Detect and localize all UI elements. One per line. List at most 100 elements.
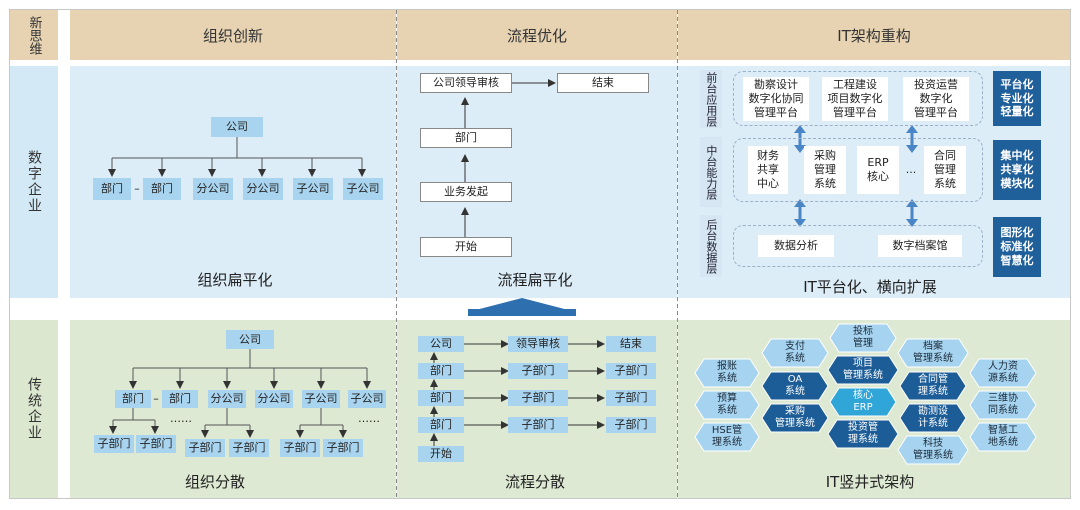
it-system-label: 项目 管理系统 bbox=[843, 357, 883, 382]
digital-process-step-2: 业务发起 bbox=[420, 182, 512, 202]
trad-proc-right-3: 子部门 bbox=[606, 390, 656, 406]
digital-org-company: 公司 bbox=[211, 117, 263, 137]
it-system-hexagon bbox=[761, 403, 829, 433]
digital-org-unit-6: 子公司 bbox=[343, 178, 383, 200]
it-tag-middle: 集中化 共享化 模块化 bbox=[993, 140, 1041, 200]
digital-process-caption: 流程扁平化 bbox=[497, 271, 573, 289]
it-front-container bbox=[733, 71, 983, 126]
panel-trad-org bbox=[70, 320, 396, 498]
it-system-hexagon bbox=[827, 355, 899, 385]
it-system-label: 智慧工 地系统 bbox=[988, 424, 1018, 449]
it-system-label: 支付 系统 bbox=[785, 340, 805, 365]
it-system-label: 三维协 同系统 bbox=[988, 392, 1018, 417]
it-front-1: 勘察设计 数字化协同 管理平台 bbox=[743, 77, 809, 121]
it-tag-back: 图形化 标准化 智慧化 bbox=[993, 217, 1041, 277]
trad-proc-left-1: 公司 bbox=[418, 336, 464, 352]
it-system-hexagon bbox=[969, 422, 1037, 452]
it-system-hexagon bbox=[694, 422, 760, 452]
trad-org-dept-2: 部门 bbox=[162, 390, 198, 408]
trad-org-dept-1: 部门 bbox=[115, 390, 151, 408]
it-system-label: 人力资 源系统 bbox=[988, 360, 1018, 385]
it-middle-4: 合同 管理 系统 bbox=[924, 146, 966, 194]
it-system-hexagon bbox=[827, 419, 899, 449]
trad-org-caption: 组织分散 bbox=[184, 473, 245, 491]
trad-org-sub-2: 子部门 bbox=[136, 435, 176, 453]
it-layer-middle: 中台能力层 bbox=[700, 137, 722, 207]
row-label-traditional-text: 传统企业 bbox=[26, 377, 42, 441]
header-it-restructure: IT架构重构 bbox=[678, 10, 1070, 60]
it-system-hexagon bbox=[897, 338, 969, 368]
it-middle-3: ERP 核心 bbox=[857, 146, 899, 194]
trad-proc-mid-1: 领导审核 bbox=[508, 336, 568, 352]
it-system-label: 投标 管理 bbox=[853, 325, 873, 350]
it-system-hexagon bbox=[694, 358, 760, 388]
it-layer-back: 后台数据层 bbox=[700, 215, 722, 277]
digital-process-step-3: 部门 bbox=[420, 128, 512, 148]
it-system-label: 采购 管理系统 bbox=[775, 405, 815, 430]
it-middle-2: 采购 管理 系统 bbox=[804, 146, 846, 194]
trad-org-sub-5: 子部门 bbox=[280, 439, 320, 457]
header-process-optimization: 流程优化 bbox=[397, 10, 677, 60]
row-label-traditional: 传统企业 bbox=[10, 320, 58, 498]
digital-org-caption: 组织扁平化 bbox=[197, 271, 273, 289]
trad-proc-left-5: 开始 bbox=[418, 446, 464, 462]
row-label-digital: 数字企业 bbox=[10, 66, 58, 298]
digital-org-unit-2: 部门 bbox=[143, 178, 181, 200]
header-corner: 新思维 bbox=[10, 10, 58, 60]
digital-org-unit-5: 子公司 bbox=[293, 178, 333, 200]
trad-org-dots-2: …… bbox=[358, 412, 380, 426]
it-middle-container bbox=[733, 138, 983, 202]
it-system-hexagon bbox=[897, 435, 969, 465]
trad-proc-right-1: 结束 bbox=[606, 336, 656, 352]
header-col3-label: IT架构重构 bbox=[837, 26, 911, 45]
header-corner-label: 新思维 bbox=[26, 15, 42, 55]
it-system-label: 勘测设 计系统 bbox=[918, 405, 948, 430]
digital-org-dash: – bbox=[134, 182, 140, 196]
trad-proc-right-2: 子部门 bbox=[606, 363, 656, 379]
it-system-hexagon bbox=[969, 390, 1037, 420]
trad-proc-mid-3: 子部门 bbox=[508, 390, 568, 406]
header-col1-label: 组织创新 bbox=[202, 26, 263, 45]
it-system-hexagon bbox=[829, 387, 897, 417]
trad-proc-mid-4: 子部门 bbox=[508, 417, 568, 433]
it-system-hexagon bbox=[694, 390, 760, 420]
it-back-1: 数据分析 bbox=[758, 235, 834, 257]
trad-org-dept-6: 子公司 bbox=[348, 390, 386, 408]
it-system-hexagon bbox=[761, 338, 829, 368]
trad-org-sub-4: 子部门 bbox=[229, 439, 269, 457]
trad-org-dept-3: 分公司 bbox=[208, 390, 246, 408]
it-system-hexagon bbox=[899, 403, 967, 433]
it-system-label: 预算 系统 bbox=[717, 392, 737, 417]
header-col2-label: 流程优化 bbox=[506, 26, 567, 45]
trad-org-sub-6: 子部门 bbox=[323, 439, 363, 457]
trad-org-dept-5: 子公司 bbox=[302, 390, 340, 408]
it-system-label: 合同管 理系统 bbox=[918, 373, 948, 398]
digital-process-step-4: 公司领导审核 bbox=[420, 73, 512, 93]
digital-org-unit-3: 分公司 bbox=[193, 178, 233, 200]
header-org-innovation: 组织创新 bbox=[70, 10, 396, 60]
digital-it-caption: IT平台化、横向扩展 bbox=[803, 278, 937, 296]
it-front-2: 工程建设 项目数字化 管理平台 bbox=[822, 77, 888, 121]
it-system-label: 档案 管理系统 bbox=[913, 340, 953, 365]
digital-process-end: 结束 bbox=[557, 73, 649, 93]
it-system-label: OA 系统 bbox=[785, 373, 805, 398]
trad-org-sub-1: 子部门 bbox=[94, 435, 134, 453]
it-system-hexagon bbox=[761, 371, 829, 401]
it-system-hexagon bbox=[969, 358, 1037, 388]
trad-proc-right-4: 子部门 bbox=[606, 417, 656, 433]
it-front-3: 投资运营 数字化 管理平台 bbox=[903, 77, 969, 121]
digital-org-unit-1: 部门 bbox=[93, 178, 131, 200]
it-system-hexagon bbox=[899, 371, 967, 401]
it-system-label: 核心 ERP bbox=[853, 389, 873, 414]
it-system-label: 科技 管理系统 bbox=[913, 437, 953, 462]
trad-proc-left-3: 部门 bbox=[418, 390, 464, 406]
trad-org-dash: – bbox=[153, 392, 159, 406]
trad-org-company: 公司 bbox=[226, 330, 274, 349]
it-middle-ellipsis: ... bbox=[905, 163, 917, 177]
trad-process-caption: 流程分散 bbox=[504, 473, 565, 491]
trad-org-dept-4: 分公司 bbox=[255, 390, 293, 408]
